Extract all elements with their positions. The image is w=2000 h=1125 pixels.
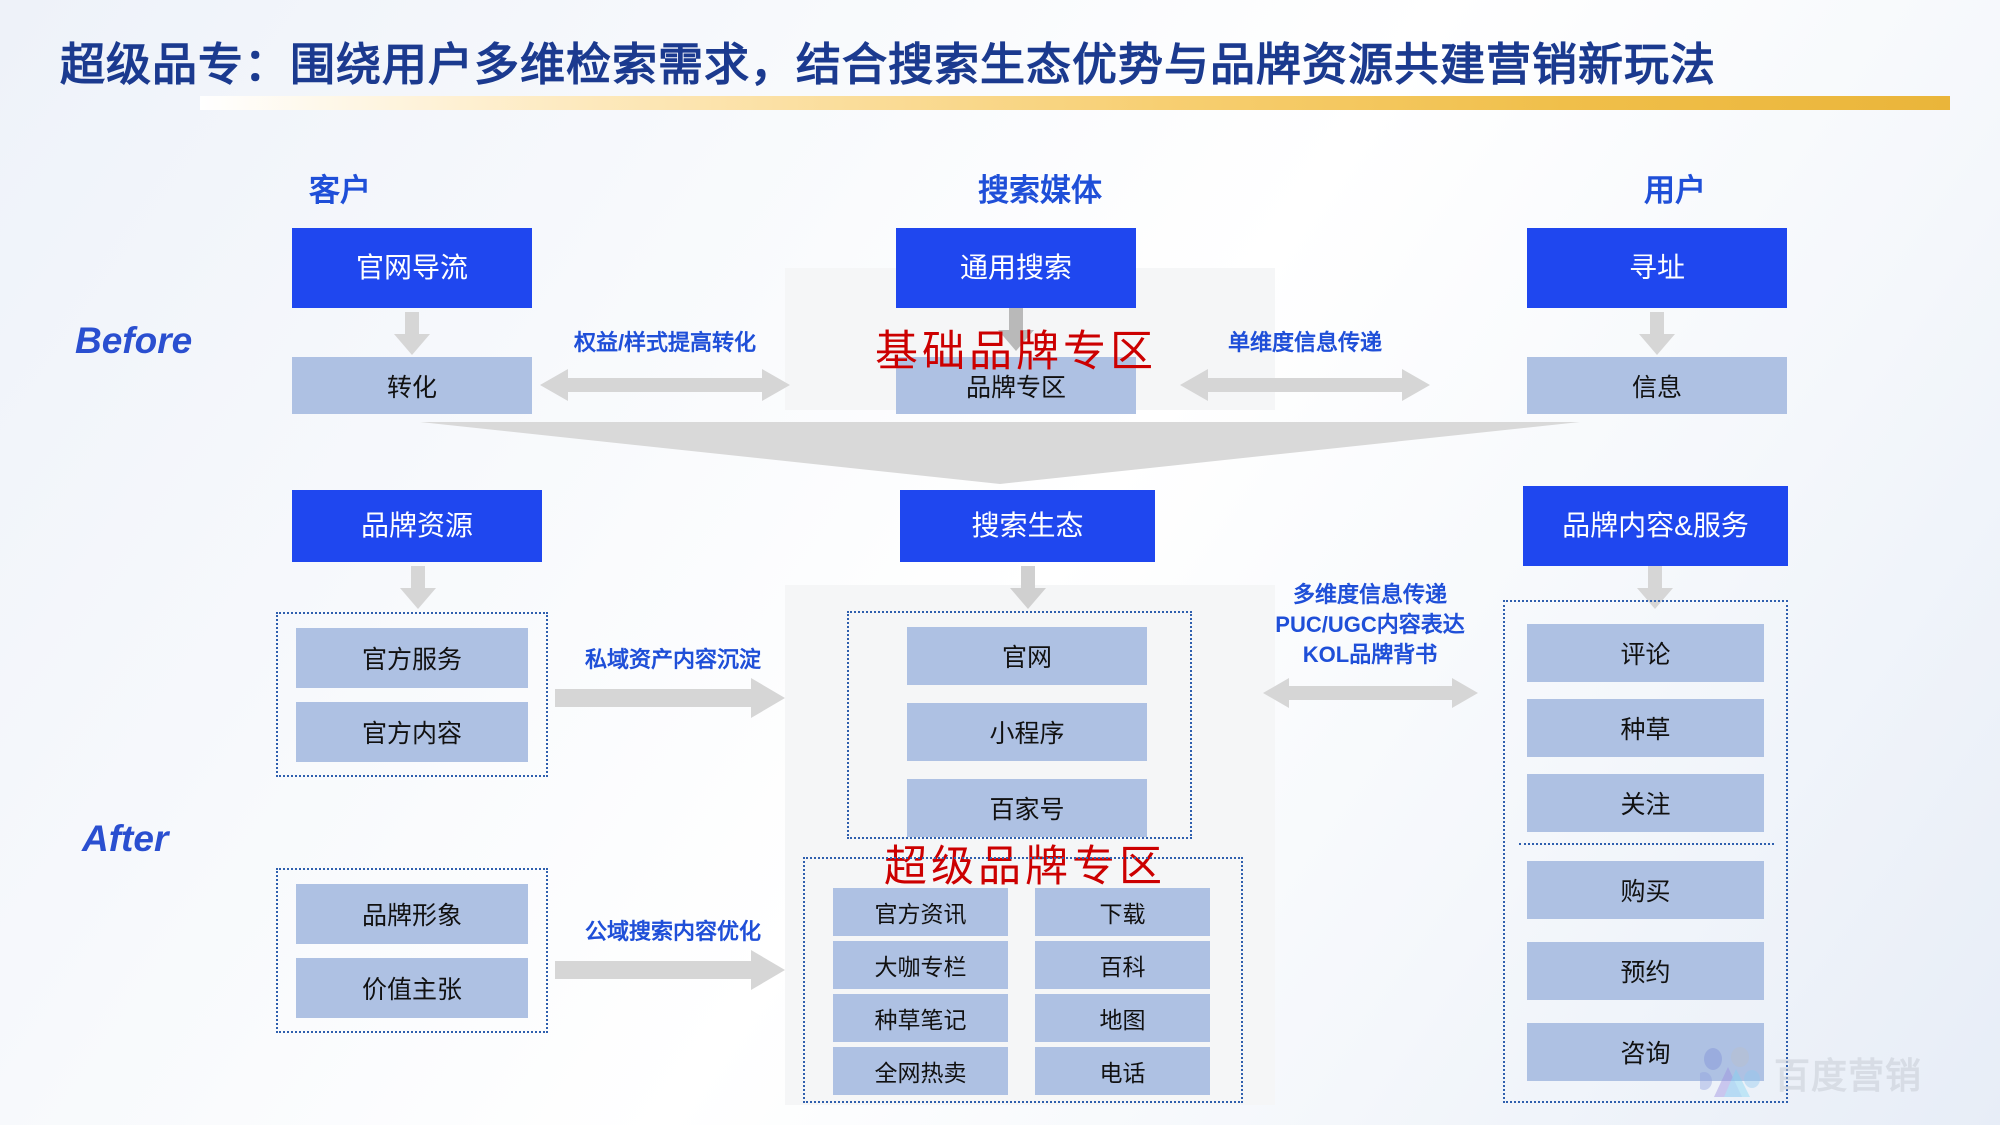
before-user-down-arrow-icon [1639, 312, 1675, 355]
phase-label-before: Before [75, 320, 193, 361]
after-user-primary-label: 品牌内容&服务 [1562, 509, 1749, 541]
after-customer-private-item-0[interactable]: 官方服务 [296, 628, 528, 688]
after-media-zone-right-item-3[interactable]: 电话 [1035, 1047, 1210, 1095]
after-media-ecosystem-item-0[interactable]: 官网 [907, 627, 1147, 685]
before-left-double-arrow-icon [540, 369, 790, 401]
watermark-text: 百度营销 [1774, 1055, 1923, 1096]
after-user-group-divider [1519, 843, 1774, 845]
after-customer-primary-box[interactable]: 品牌资源 [292, 490, 542, 562]
before-media-down-arrow-icon [998, 308, 1034, 351]
before-right-double-arrow-icon [1180, 369, 1430, 401]
after-media-zone-left-item-1-label: 大咖专栏 [874, 954, 967, 980]
after-media-ecosystem-item-2-label: 百家号 [989, 796, 1065, 824]
before-customer-secondary-label: 转化 [386, 373, 437, 402]
before-left-connector-label: 权益/样式提高转化 [573, 330, 757, 355]
after-media-callout: 超级品牌专区 [884, 843, 1166, 891]
watermark: 百度营销 [1700, 1040, 1990, 1106]
after-customer-private-item-0-label: 官方服务 [361, 646, 462, 674]
after-user-item-bottom-2[interactable]: 咨询 [1527, 1023, 1764, 1081]
after-customer-public-item-1[interactable]: 价值主张 [296, 958, 528, 1018]
after-media-zone-left-item-0[interactable]: 官方资讯 [833, 888, 1008, 936]
after-customer-public-item-0-label: 品牌形象 [361, 902, 462, 930]
after-user-item-bottom-1-label: 预约 [1620, 959, 1671, 987]
after-user-item-bottom-1[interactable]: 预约 [1527, 942, 1764, 1000]
before-media-primary-label: 通用搜索 [959, 251, 1072, 283]
after-media-ecosystem-item-1[interactable]: 小程序 [907, 703, 1147, 761]
before-right-connector-label: 单维度信息传递 [1227, 330, 1382, 355]
after-media-ecosystem-container [847, 611, 1192, 839]
after-user-item-top-2[interactable]: 关注 [1527, 774, 1764, 832]
after-private-connector-label: 私域资产内容沉淀 [584, 647, 761, 672]
after-media-primary-label: 搜索生态 [971, 509, 1084, 541]
after-user-item-top-0-label: 评论 [1620, 641, 1671, 669]
after-public-right-arrow-icon [555, 950, 785, 990]
phase-label-after: After [82, 818, 169, 859]
before-after-transition-chevron-icon [420, 422, 1580, 484]
after-customer-private-item-1[interactable]: 官方内容 [296, 702, 528, 762]
before-media-callout: 基础品牌专区 [875, 328, 1157, 376]
after-user-item-top-2-label: 关注 [1620, 791, 1671, 819]
after-public-connector-label: 公域搜索内容优化 [584, 919, 761, 944]
after-customer-private-container [276, 612, 548, 777]
after-media-zone-right-item-0[interactable]: 下载 [1035, 888, 1210, 936]
title-underline-bar [200, 96, 1950, 110]
page-title: 超级品专：围绕用户多维检索需求，结合搜索生态优势与品牌资源共建营销新玩法 [60, 39, 1717, 90]
after-media-zone-left-item-0-label: 官方资讯 [874, 901, 967, 927]
before-customer-primary-label: 官网导流 [355, 251, 468, 283]
before-media-primary-box[interactable]: 通用搜索 [896, 228, 1136, 308]
after-media-zone-container [803, 857, 1243, 1103]
after-customer-primary-label: 品牌资源 [360, 509, 473, 541]
after-media-zone-left-item-3[interactable]: 全网热卖 [833, 1047, 1008, 1095]
after-media-zone-left-item-2[interactable]: 种草笔记 [833, 994, 1008, 1042]
after-media-zone-right-item-1[interactable]: 百科 [1035, 941, 1210, 989]
before-media-secondary-box[interactable]: 品牌专区 [896, 357, 1136, 414]
column-header-customer: 客户 [309, 173, 371, 208]
after-customer-public-item-0[interactable]: 品牌形象 [296, 884, 528, 944]
after-user-item-top-1[interactable]: 种草 [1527, 699, 1764, 757]
after-media-ecosystem-item-1-label: 小程序 [989, 720, 1065, 748]
before-customer-down-arrow-icon [394, 312, 430, 355]
after-media-ecosystem-item-0-label: 官网 [1001, 644, 1052, 672]
after-media-zone-right-item-2[interactable]: 地图 [1035, 994, 1210, 1042]
after-user-container [1503, 600, 1788, 1103]
after-customer-public-item-1-label: 价值主张 [361, 976, 462, 1004]
after-customer-public-container [276, 868, 548, 1033]
after-right-connector-line-2: KOL品牌背书 [1302, 642, 1438, 667]
after-customer-private-item-1-label: 官方内容 [361, 720, 462, 748]
after-media-ecosystem-item-2[interactable]: 百家号 [907, 779, 1147, 837]
after-right-connector-line-1: PUC/UGC内容表达 [1275, 612, 1465, 637]
after-user-primary-box[interactable]: 品牌内容&服务 [1523, 486, 1788, 566]
after-user-item-bottom-2-label: 咨询 [1620, 1040, 1671, 1068]
before-user-secondary-box[interactable]: 信息 [1527, 357, 1787, 414]
after-media-zone-right-item-3-label: 电话 [1099, 1060, 1146, 1086]
after-media-down-arrow-icon [1010, 566, 1046, 609]
after-private-right-arrow-icon [555, 678, 785, 718]
after-right-connector-line-0: 多维度信息传递 [1292, 582, 1447, 607]
after-media-zone-left-item-1[interactable]: 大咖专栏 [833, 941, 1008, 989]
before-user-primary-label: 寻址 [1628, 251, 1685, 283]
baidu-paw-logo-icon [1700, 1047, 1760, 1097]
after-customer-down-arrow-icon [400, 566, 436, 609]
after-right-double-arrow-icon [1263, 678, 1478, 708]
before-user-secondary-label: 信息 [1631, 373, 1682, 402]
after-user-item-top-1-label: 种草 [1620, 716, 1671, 744]
before-user-primary-box[interactable]: 寻址 [1527, 228, 1787, 308]
after-user-item-bottom-0-label: 购买 [1620, 878, 1671, 906]
after-media-primary-box[interactable]: 搜索生态 [900, 490, 1155, 562]
after-user-down-arrow-icon [1637, 566, 1673, 609]
after-media-zone-right-item-0-label: 下载 [1099, 901, 1146, 927]
after-media-zone-left-item-3-label: 全网热卖 [874, 1060, 967, 1086]
after-user-item-bottom-0[interactable]: 购买 [1527, 861, 1764, 919]
after-media-zone-right-item-1-label: 百科 [1099, 954, 1146, 980]
after-user-item-top-0[interactable]: 评论 [1527, 624, 1764, 682]
before-customer-secondary-box[interactable]: 转化 [292, 357, 532, 414]
before-customer-primary-box[interactable]: 官网导流 [292, 228, 532, 308]
before-media-secondary-label: 品牌专区 [965, 373, 1066, 402]
column-header-user: 用户 [1644, 173, 1706, 208]
after-media-zone-left-item-2-label: 种草笔记 [874, 1007, 967, 1033]
after-media-zone-right-item-2-label: 地图 [1099, 1007, 1146, 1033]
column-header-media: 搜索媒体 [978, 173, 1102, 208]
